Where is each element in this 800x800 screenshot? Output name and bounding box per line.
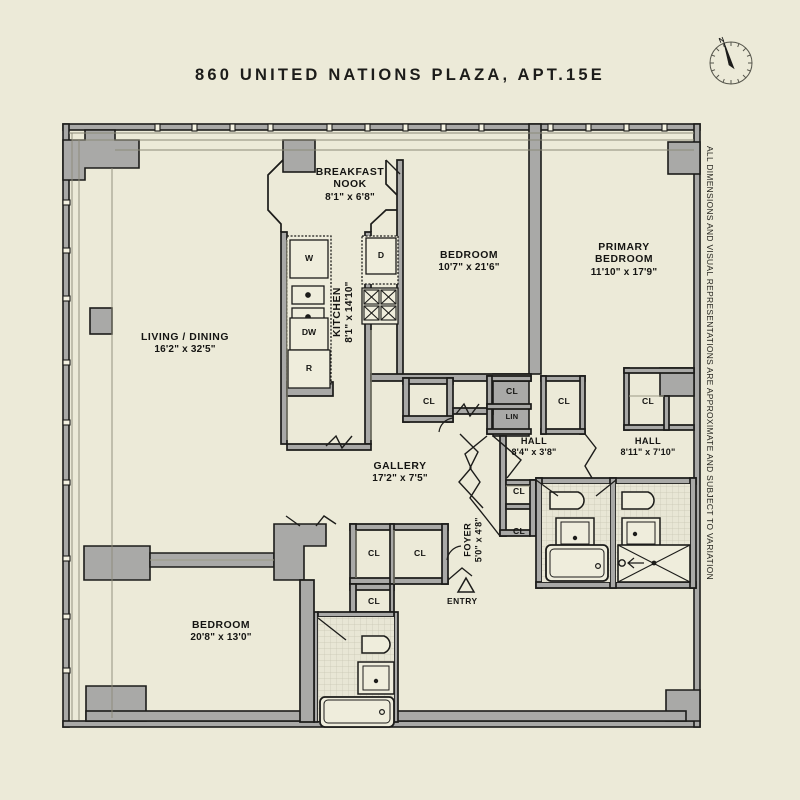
dryer-unit xyxy=(365,237,397,275)
closet-label-kitchen-hall: CL xyxy=(422,396,436,406)
washer-unit xyxy=(289,239,329,279)
glazing-lines xyxy=(69,132,694,720)
page-title: 860 UNITED NATIONS PLAZA, APT.15E xyxy=(195,66,605,84)
dishwasher-unit xyxy=(289,317,329,351)
appliance-label-dishwasher: DW xyxy=(301,327,317,337)
shower-stall-icon xyxy=(617,544,691,583)
closet-label-hall-upper: CL xyxy=(505,386,519,396)
partition-hairlines xyxy=(150,395,664,584)
door-swings xyxy=(268,159,617,641)
closet-label-gallery-small: CL xyxy=(367,548,381,558)
compass-rose-icon: N xyxy=(698,30,764,96)
room-label-living-dining: LIVING / DINING 16'2" x 32'5" xyxy=(141,332,229,356)
closet-label-foyer-upper: CL xyxy=(512,486,526,496)
appliance-label-refrigerator: R xyxy=(305,363,313,373)
closet-label-linen: LIN xyxy=(505,412,519,421)
toilet-icon xyxy=(621,491,655,510)
bath-fixtures-lower xyxy=(319,635,395,728)
closet-label-primary: CL xyxy=(641,396,655,406)
appliance-label-dryer: D xyxy=(377,250,385,260)
room-label-bedroom-2: BEDROOM 10'7" x 21'6" xyxy=(438,250,500,274)
room-label-primary-bedroom: PRIMARY BEDROOM 11'10" x 17'9" xyxy=(590,242,658,278)
entry-label: ENTRY xyxy=(447,596,478,606)
room-label-bedroom-3: BEDROOM 20'8" x 13'0" xyxy=(190,620,252,644)
triangle-marker-icon xyxy=(456,576,476,593)
bathtub-icon xyxy=(319,696,395,728)
closet-label-gallery-bottom: CL xyxy=(367,596,381,606)
hall-outline xyxy=(459,433,597,537)
window-mullions xyxy=(62,123,668,674)
appliance-label-washer: W xyxy=(304,253,314,263)
room-label-hall-2: HALL 8'11" x 7'10" xyxy=(620,436,676,457)
kitchen-fixtures xyxy=(286,235,399,440)
refrigerator-unit xyxy=(287,349,331,389)
sink-icon xyxy=(621,517,661,549)
compass-north-label: N xyxy=(718,36,725,44)
closet-label-gallery-big: CL xyxy=(413,548,427,558)
toilet-icon xyxy=(361,635,391,654)
toilet-icon xyxy=(549,491,585,510)
room-label-gallery: GALLERY 17'2" x 7'5" xyxy=(372,461,428,485)
bathtub-icon xyxy=(545,544,609,582)
room-label-breakfast-nook: BREAKFAST NOOK 8'1" x 6'8" xyxy=(315,167,385,203)
bath-fixtures-primary xyxy=(545,491,691,583)
room-label-foyer: FOYER 5'0" x 4'8" xyxy=(462,517,484,563)
room-label-kitchen: KITCHEN 8'1" x 14'10" xyxy=(331,281,356,343)
room-label-hall-1: HALL 8'4" x 3'8" xyxy=(511,436,557,457)
closet-label-foyer-lower: CL xyxy=(512,526,526,536)
sink-icon xyxy=(357,661,395,695)
closet-label-hall-right: CL xyxy=(557,396,571,406)
sink-icon xyxy=(555,517,595,549)
